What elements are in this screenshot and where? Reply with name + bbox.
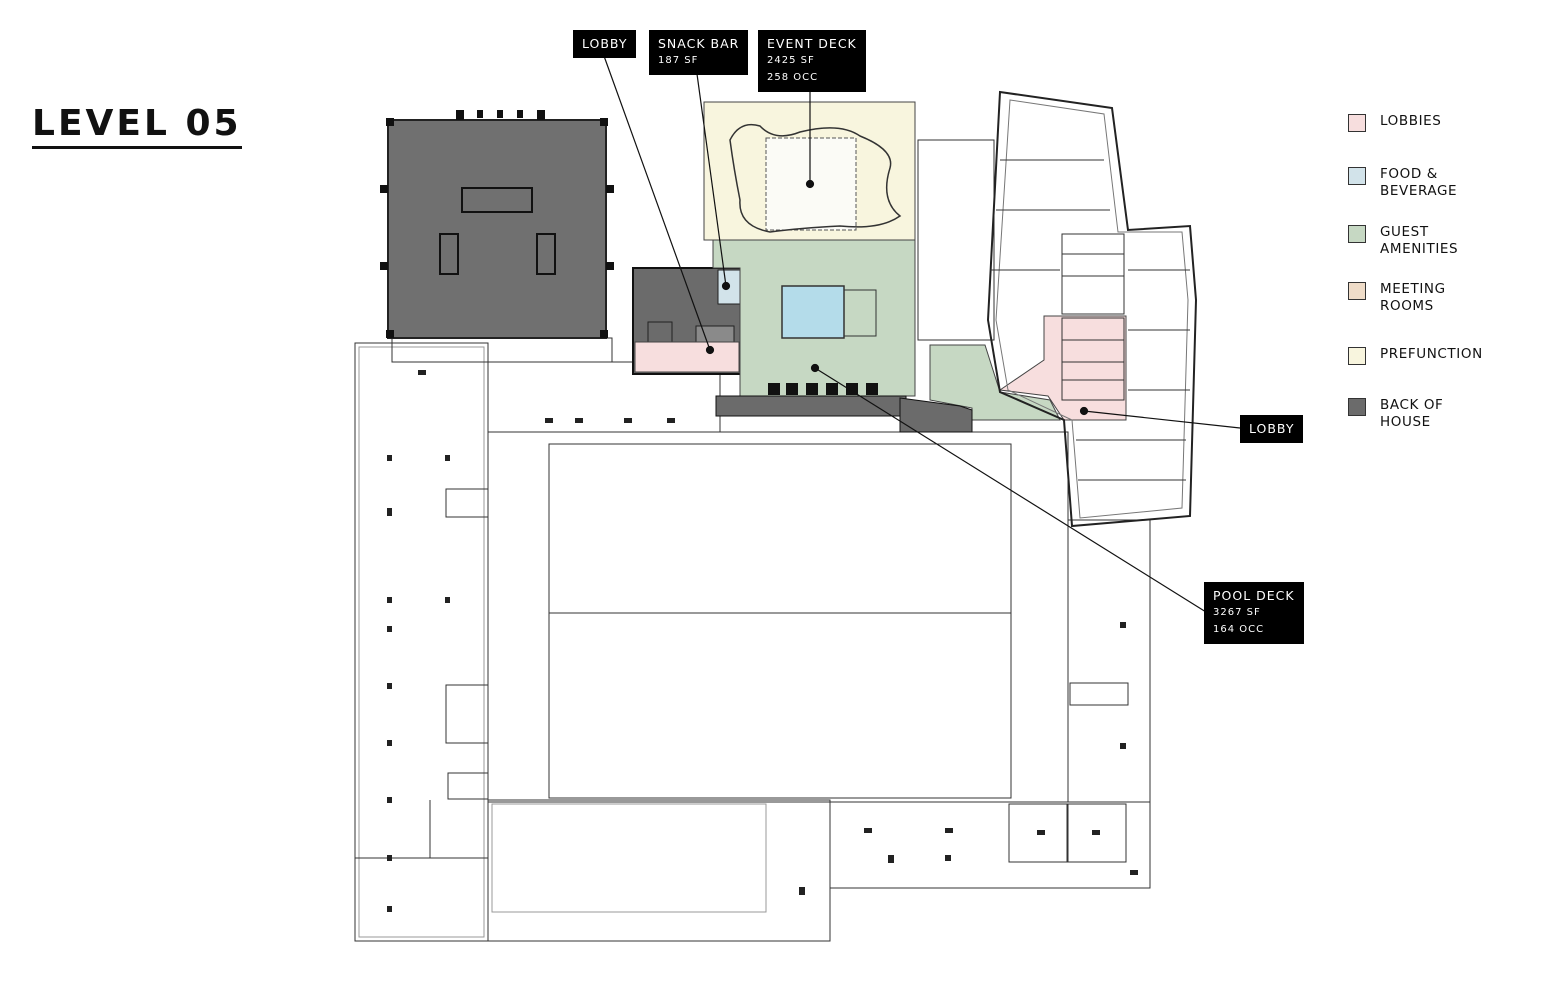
- legend-item-back-of-house: BACK OF HOUSE: [1346, 394, 1546, 434]
- legend-swatch-prefunction: [1348, 347, 1366, 365]
- callout-snack-bar: SNACK BAR 187 SF: [649, 30, 749, 75]
- legend-label-meeting-rooms: MEETING ROOMS: [1380, 281, 1446, 314]
- legend-label-food-beverage: FOOD & BEVERAGE: [1380, 166, 1458, 199]
- legend-item-food-beverage: FOOD & BEVERAGE: [1346, 163, 1546, 203]
- legend-item-guest-amenities: GUEST AMENITIES: [1346, 221, 1546, 261]
- legend-item-meeting-rooms: MEETING ROOMS: [1346, 278, 1546, 318]
- legend-swatch-back-of-house: [1348, 398, 1366, 416]
- podium-east-wing: [1067, 519, 1151, 803]
- callout-event-deck: EVENT DECK 2425 SF 258 OCC: [758, 30, 866, 92]
- callout-event-deck-occupancy: 258 OCC: [767, 72, 819, 83]
- callout-pool-deck: POOL DECK 3267 SF 164 OCC: [1204, 582, 1304, 644]
- lobby-west: [634, 341, 740, 373]
- legend-swatch-meeting-rooms: [1348, 282, 1366, 300]
- courtyard: [548, 443, 1012, 799]
- lobby-east: [998, 315, 1127, 421]
- legend-label-guest-amenities: GUEST AMENITIES: [1380, 224, 1459, 257]
- legend-item-lobbies: LOBBIES: [1346, 110, 1546, 150]
- podium-west-wing: [354, 342, 489, 942]
- callout-lobby-top-label: LOBBY: [582, 36, 628, 51]
- callout-snack-bar-label: SNACK BAR: [658, 36, 740, 51]
- podium-courtyard-frame: [487, 431, 1069, 803]
- tower-east: [986, 90, 1198, 528]
- legend-label-back-of-house: BACK OF HOUSE: [1380, 397, 1444, 430]
- callout-lobby-right: LOBBY: [1240, 415, 1304, 443]
- page-title: LEVEL 05: [32, 104, 242, 149]
- callout-pool-deck-area: 3267 SF: [1213, 607, 1261, 618]
- podium-south-east: [829, 801, 1151, 889]
- callout-event-deck-area: 2425 SF: [767, 55, 815, 66]
- legend-item-prefunction: PREFUNCTION: [1346, 343, 1546, 383]
- callout-snack-bar-area: 187 SF: [658, 55, 699, 66]
- callout-lobby-right-label: LOBBY: [1249, 421, 1295, 436]
- callout-pool-deck-label: POOL DECK: [1213, 588, 1295, 603]
- podium-south-wing: [487, 799, 831, 942]
- legend-swatch-guest-amenities: [1348, 225, 1366, 243]
- legend-swatch-food-beverage: [1348, 167, 1366, 185]
- pool: [781, 285, 845, 339]
- legend-label-lobbies: LOBBIES: [1380, 113, 1442, 129]
- callout-lobby-top: LOBBY: [573, 30, 637, 58]
- tower-block-west: [380, 110, 614, 339]
- legend-label-prefunction: PREFUNCTION: [1380, 346, 1483, 362]
- callout-event-deck-label: EVENT DECK: [767, 36, 857, 51]
- callout-pool-deck-occupancy: 164 OCC: [1213, 624, 1265, 635]
- legend-swatch-lobbies: [1348, 114, 1366, 132]
